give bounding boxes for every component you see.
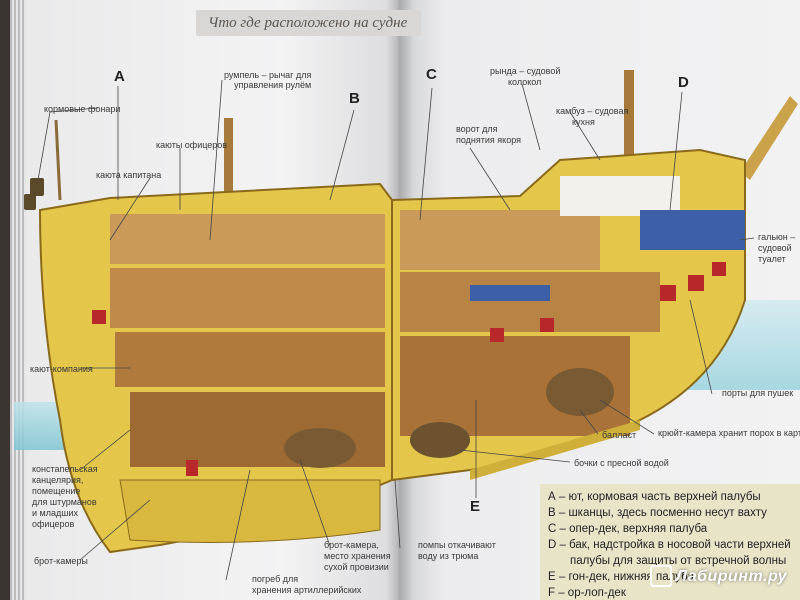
callout-stern-lanterns: кормовые фонари [44, 104, 121, 114]
leader-lines [37, 79, 755, 581]
watermark-icon [650, 565, 672, 587]
callout-capstan-1: ворот для [456, 124, 498, 134]
callout-water: бочки с пресной водой [574, 458, 669, 468]
legend-box: А – ют, кормовая часть верхней палубы В … [540, 484, 800, 600]
section-letter-c: C [426, 66, 437, 83]
gun-deck-interior [115, 332, 385, 387]
legend-item: В – шканцы, здесь посменно несут вахту [548, 507, 767, 519]
legend-item: палубы для защиты от встречной волны [570, 555, 787, 567]
callout-constable-2: канцелярия, [32, 475, 84, 485]
legend-item: А – ют, кормовая часть верхней палубы [548, 491, 761, 503]
callout-capstan-2: поднятия якоря [456, 135, 521, 145]
watermark-logo: Лабиринт.ру [650, 565, 788, 588]
callout-magazine-1: погреб для [252, 574, 299, 584]
callout-brot-chamber-2: место хранения [324, 551, 391, 561]
callout-companion: кают-компания [30, 364, 93, 374]
fore-mast [624, 70, 634, 220]
callout-officers-cabins: каюты офицеров [156, 140, 228, 150]
mid-blue-band [470, 285, 550, 301]
forward-upper-deck [400, 210, 600, 270]
callout-head-1: гальюн – [758, 232, 796, 242]
forward-gun-deck [400, 272, 660, 332]
brot-chamber-barrels [284, 428, 356, 468]
callout-head-2: судовой [758, 243, 792, 253]
section-letter-e: E [470, 498, 481, 515]
callout-powder: крюйт-камера хранит порох в картузах [658, 428, 800, 438]
bow-lower-hull [470, 420, 640, 480]
upper-deck-interior [110, 214, 385, 264]
callout-constable-4: для штурманов [32, 497, 97, 507]
callout-constable-1: констапельская [32, 464, 98, 474]
callout-magazine-2: хранения артиллерийских [252, 585, 362, 595]
section-letter-d: D [678, 74, 689, 91]
legend-item: С – опер-дек, верхняя палуба [548, 523, 708, 535]
legend-item: F – ор-лоп-дек [548, 587, 626, 599]
watermark-text: Лабиринт.ру [676, 568, 788, 586]
page-edges [10, 0, 26, 600]
legend-item: Е – гон-дек, нижняя палуба [548, 571, 694, 583]
callout-constable-6: офицеров [32, 519, 75, 529]
callout-ballast: балласт [602, 430, 637, 440]
middle-deck-interior [110, 268, 385, 328]
lower-hull [119, 479, 381, 543]
ballast-barrels [546, 368, 614, 416]
callout-tiller-1: румпель – рычаг для [224, 70, 312, 80]
callout-captains-cabin: каюта капитана [96, 170, 162, 180]
callout-pumps-1: помпы откачивают [418, 540, 496, 550]
forecastle-blue-band [640, 210, 745, 250]
callout-galley-2: кухня [572, 117, 595, 127]
callout-brot-chamber-3: сухой провизии [324, 562, 389, 572]
stern-lanterns [24, 178, 44, 210]
callout-brot-left: брот-камеры [34, 556, 88, 566]
callout-brot-chamber-1: брот-камера, [324, 540, 379, 550]
section-letter-a: A [114, 68, 125, 85]
legend-item: D – бак, надстройка в носовой части верх… [548, 539, 791, 551]
callout-tiller-2: управления рулём [234, 80, 312, 90]
page-title: Что где расположено на судне [196, 10, 422, 36]
callout-head-3: туалет [758, 254, 786, 264]
callout-bell-1: рында – судовой [490, 66, 561, 76]
callout-pumps-2: воду из трюма [418, 551, 479, 561]
callout-bell-2: колокол [508, 77, 542, 87]
section-letter-b: B [349, 90, 360, 107]
galley-area [560, 176, 680, 216]
callout-constable-5: и младших [32, 508, 78, 518]
callout-galley-1: камбуз – судовая [556, 106, 629, 116]
bowsprit [740, 96, 798, 180]
callout-constable-3: помещение [32, 486, 81, 496]
callout-gunports: порты для пушек [722, 388, 794, 398]
flagstaff [54, 119, 62, 201]
water-barrels [410, 422, 470, 458]
cannons [92, 262, 726, 476]
